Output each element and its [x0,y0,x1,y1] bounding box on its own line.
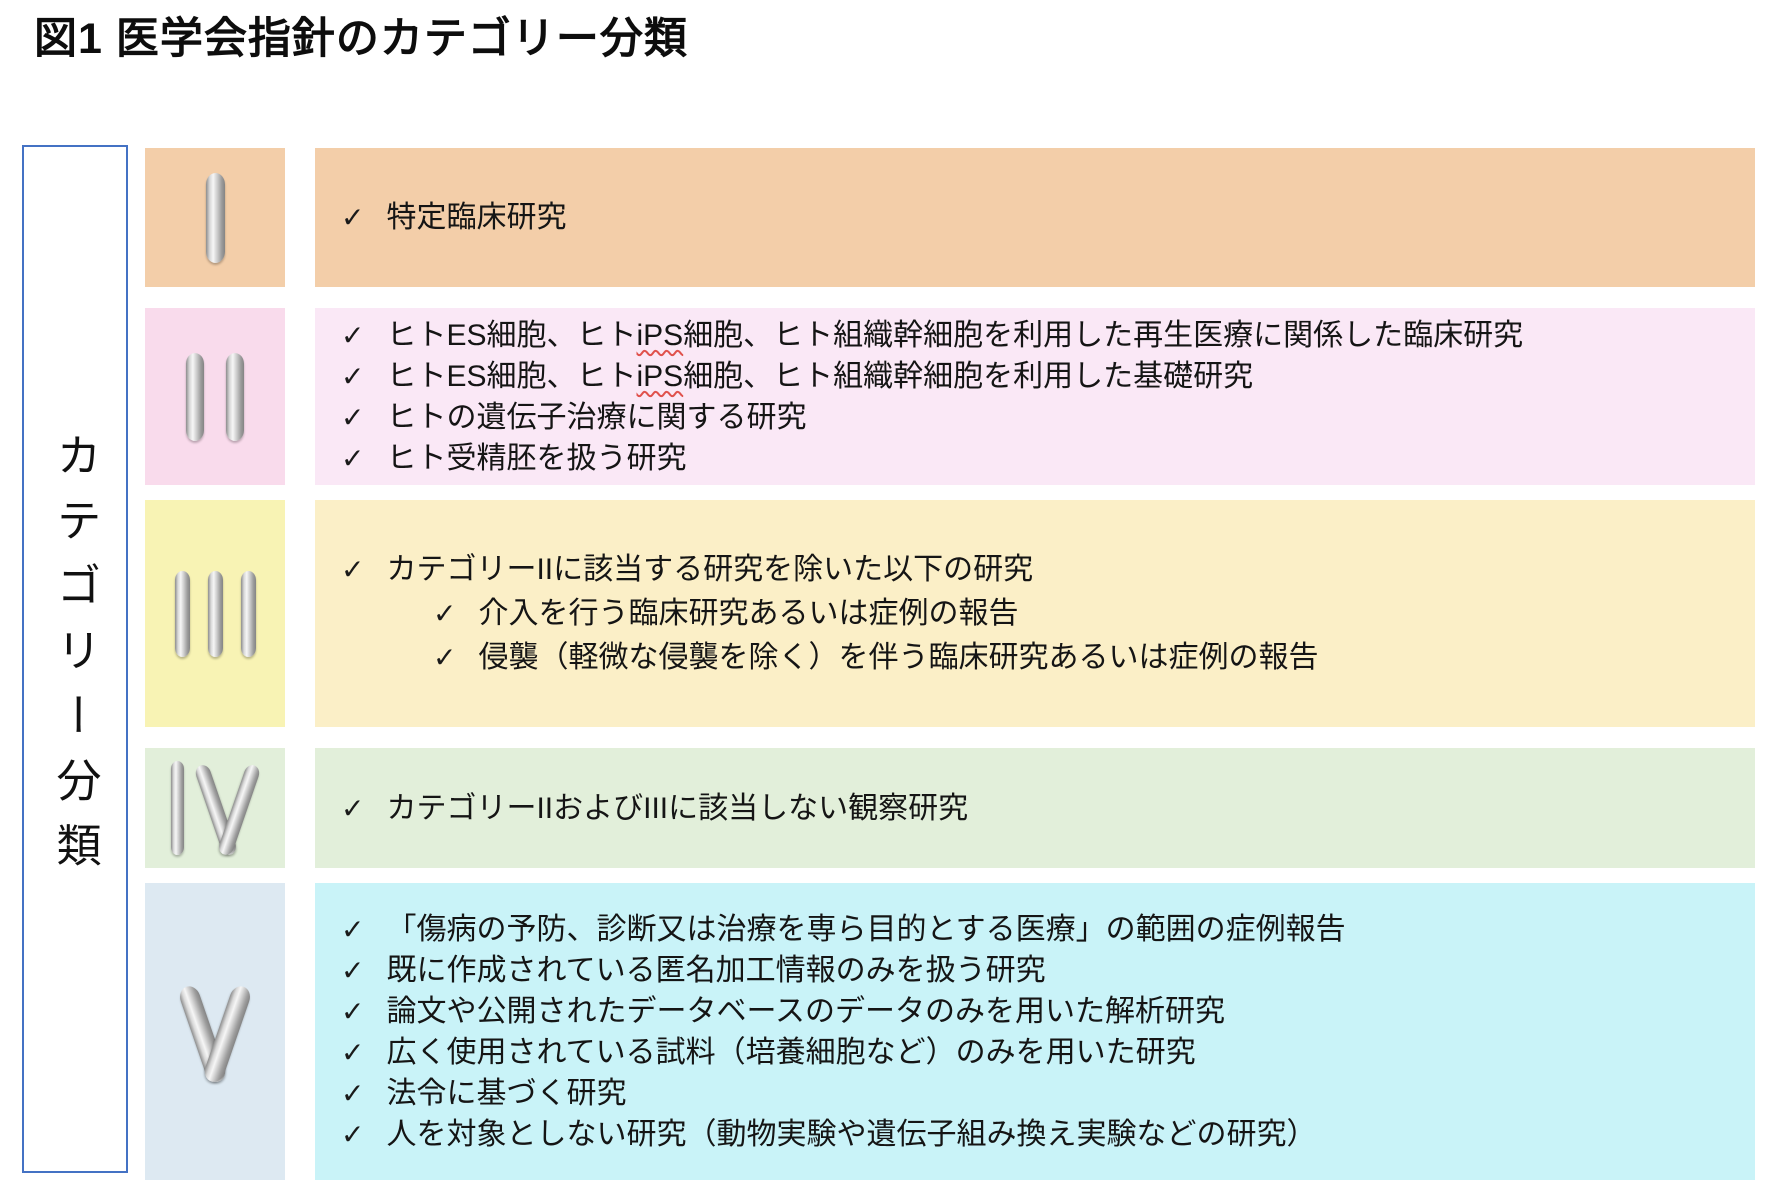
cylinder-bar-icon [205,172,225,263]
list-item: ✓ カテゴリーIIに該当する研究を除いた以下の研究 [341,548,1755,592]
cylinder-bar-icon [186,352,204,441]
numeral-I-icon [145,148,285,287]
item-text: 論文や公開されたデータベースのデータのみを用いた解析研究 [386,994,1225,1028]
check-icon: ✓ [341,442,365,474]
numeral-V-icon [145,883,285,1180]
category-2-item-list: ✓ ヒトES細胞、ヒトiPS細胞、ヒト組織幹細胞を利用した再生医療に関係した臨床研… [341,315,1755,479]
item-text: ヒト受精胚を扱う研究 [386,441,687,475]
item-text: 侵襲（軽微な侵襲を除く）を伴う臨床研究あるいは症例の報告 [478,640,1319,674]
check-icon: ✓ [341,1036,365,1068]
check-icon: ✓ [341,1077,365,1109]
cylinder-v-icon [171,982,259,1085]
list-item: ✓ ヒト受精胚を扱う研究 [341,438,1755,479]
list-item: ✓ 論文や公開されたデータベースのデータのみを用いた解析研究 [341,991,1755,1032]
list-item: ✓ 特定臨床研究 [341,197,1755,238]
cylinder-bar-icon [240,570,256,657]
item-text: 既に作成されている匿名加工情報のみを扱う研究 [386,953,1046,987]
category-row-4: ✓ カテゴリーIIおよびIIIに該当しない観察研究 [0,748,1775,868]
category-row-2: ✓ ヒトES細胞、ヒトiPS細胞、ヒト組織幹細胞を利用した再生医療に関係した臨床研… [0,308,1775,485]
category-row-5: ✓ 「傷病の予防、診断又は治療を専ら目的とする医療」の範囲の症例報告 ✓ 既に作成され… [0,883,1775,1180]
category-row-3: ✓ カテゴリーIIに該当する研究を除いた以下の研究 ✓ 介入を行う臨床研究あるいは症例… [0,500,1775,727]
category-1-item-list: ✓ 特定臨床研究 [341,197,1755,238]
spellcheck-underline: iPS [636,359,684,393]
check-icon: ✓ [341,1118,365,1150]
check-icon: ✓ [341,913,365,945]
check-icon: ✓ [341,401,365,433]
check-icon: ✓ [433,597,457,629]
item-text: カテゴリーIIおよびIIIに該当しない観察研究 [386,791,969,825]
item-text: カテゴリーIIに該当する研究を除いた以下の研究 [386,552,1034,586]
numeral-III-icon [145,500,285,727]
category-row-1: ✓ 特定臨床研究 [0,148,1775,287]
category-3-panel: ✓ カテゴリーIIに該当する研究を除いた以下の研究 ✓ 介入を行う臨床研究あるいは症例… [315,500,1755,727]
item-text: ヒトの遺伝子治療に関する研究 [386,400,807,434]
cylinder-bar-icon [226,352,244,441]
item-text: 介入を行う臨床研究あるいは症例の報告 [478,596,1019,630]
list-item: ✓ 法令に基づく研究 [341,1073,1755,1114]
item-text: 人を対象としない研究（動物実験や遺伝子組み換え実験などの研究） [386,1117,1317,1151]
check-icon: ✓ [341,553,365,585]
category-axis-label: カテゴリー分類 [49,431,101,887]
item-text: ヒトES細胞、ヒトiPS細胞、ヒト組織幹細胞を利用した再生医療に関係した臨床研究 [386,318,1524,352]
figure-title: 図1 医学会指針のカテゴリー分類 [34,15,688,63]
category-5-item-list: ✓ 「傷病の予防、診断又は治療を専ら目的とする医療」の範囲の症例報告 ✓ 既に作成され… [341,909,1755,1155]
item-text: ヒトES細胞、ヒトiPS細胞、ヒト組織幹細胞を利用した基礎研究 [386,359,1254,393]
check-icon: ✓ [433,641,457,673]
category-3-item-list: ✓ カテゴリーIIに該当する研究を除いた以下の研究 ✓ 介入を行う臨床研究あるいは症例… [341,548,1755,680]
numeral-IV-icon [145,748,285,868]
list-item: ✓ 侵襲（軽微な侵襲を除く）を伴う臨床研究あるいは症例の報告 [341,636,1755,680]
item-text: 広く使用されている試料（培養細胞など）のみを用いた研究 [386,1035,1196,1069]
numeral-II-icon [145,308,285,485]
list-item: ✓ ヒトES細胞、ヒトiPS細胞、ヒト組織幹細胞を利用した再生医療に関係した臨床研… [341,315,1755,356]
list-item: ✓ 介入を行う臨床研究あるいは症例の報告 [341,592,1755,636]
list-item: ✓ 「傷病の予防、診断又は治療を専ら目的とする医療」の範囲の症例報告 [341,909,1755,950]
list-item: ✓ 広く使用されている試料（培養細胞など）のみを用いた研究 [341,1032,1755,1073]
item-text: 法令に基づく研究 [386,1076,627,1110]
category-2-panel: ✓ ヒトES細胞、ヒトiPS細胞、ヒト組織幹細胞を利用した再生医療に関係した臨床研… [315,308,1755,485]
check-icon: ✓ [341,792,365,824]
check-icon: ✓ [341,995,365,1027]
check-icon: ✓ [341,360,365,392]
check-icon: ✓ [341,319,365,351]
cylinder-bar-icon [174,570,190,657]
cylinder-bar-icon [207,570,223,657]
category-4-item-list: ✓ カテゴリーIIおよびIIIに該当しない観察研究 [341,788,1755,829]
cylinder-v-icon [192,761,262,857]
category-4-panel: ✓ カテゴリーIIおよびIIIに該当しない観察研究 [315,748,1755,868]
list-item: ✓ ヒトの遺伝子治療に関する研究 [341,397,1755,438]
check-icon: ✓ [341,202,365,233]
category-5-panel: ✓ 「傷病の予防、診断又は治療を専ら目的とする医療」の範囲の症例報告 ✓ 既に作成され… [315,883,1755,1180]
item-text: 「傷病の予防、診断又は治療を専ら目的とする医療」の範囲の症例報告 [386,912,1346,946]
list-item: ✓ カテゴリーIIおよびIIIに該当しない観察研究 [341,788,1755,829]
list-item: ✓ 人を対象としない研究（動物実験や遺伝子組み換え実験などの研究） [341,1114,1755,1155]
category-axis-box: カテゴリー分類 [22,145,128,1173]
list-item: ✓ 既に作成されている匿名加工情報のみを扱う研究 [341,950,1755,991]
spellcheck-underline: iPS [636,318,684,352]
check-icon: ✓ [341,954,365,986]
cylinder-bar-icon [170,761,184,855]
item-text: 特定臨床研究 [386,201,567,234]
category-1-panel: ✓ 特定臨床研究 [315,148,1755,287]
list-item: ✓ ヒトES細胞、ヒトiPS細胞、ヒト組織幹細胞を利用した基礎研究 [341,356,1755,397]
